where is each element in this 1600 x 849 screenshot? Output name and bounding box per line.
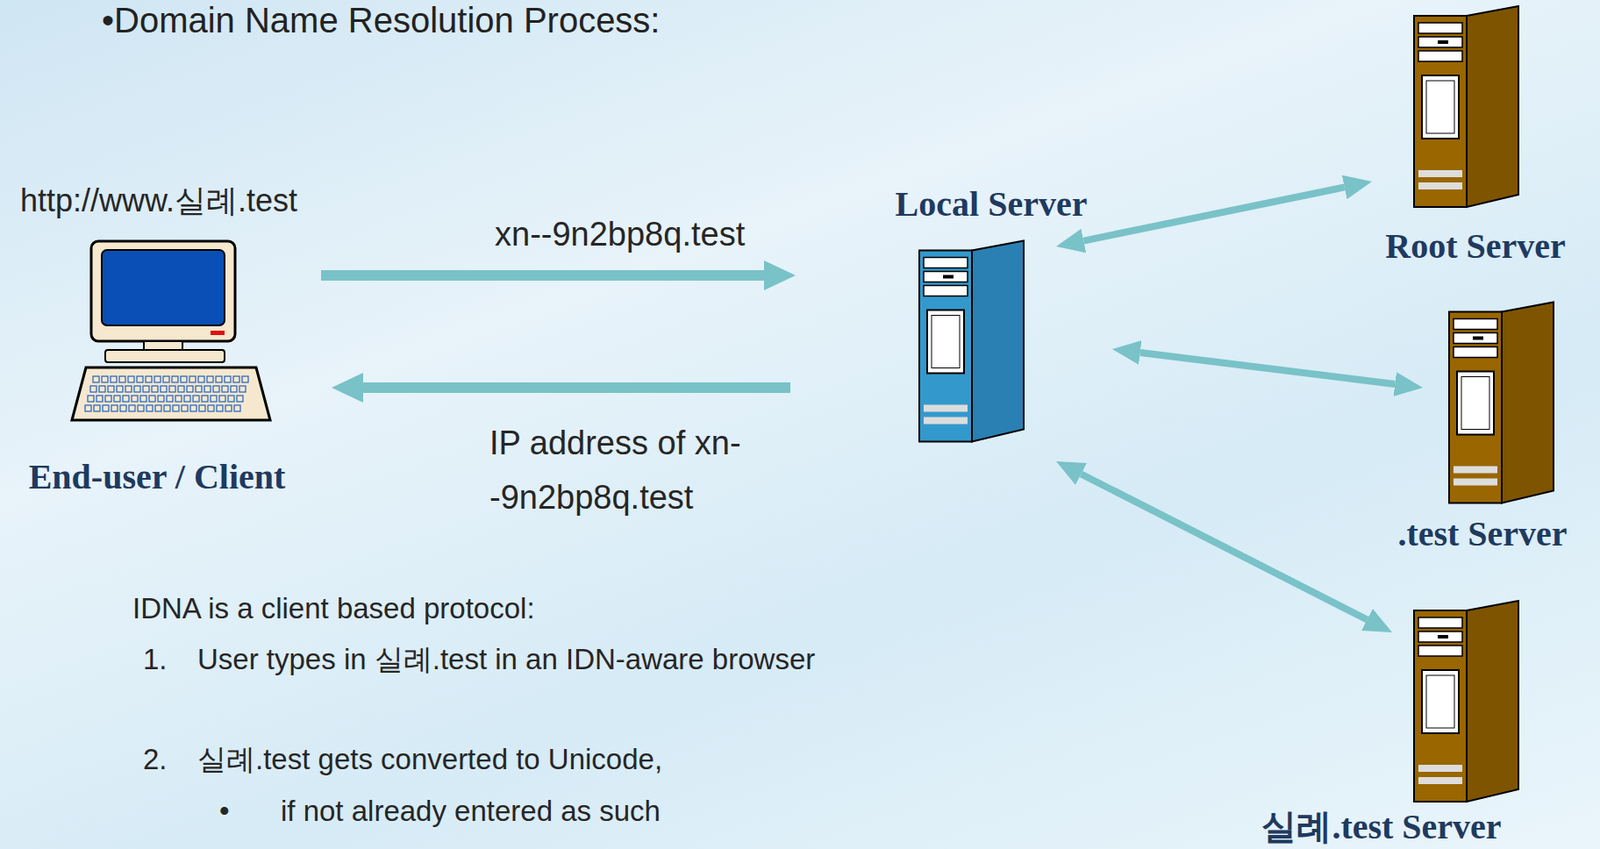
note-text: 1. [142,634,168,686]
connector-arrow [1083,186,1344,241]
url-text: http://www.실례.test [20,181,298,221]
edge-label: xn--9n2bp8q.test [494,207,864,262]
server-icon [1413,600,1521,804]
edge-label: IP address of xn--9n2bp8q.test [489,415,841,525]
client-computer: End-user / Client [3,239,311,501]
connector-arrow [321,270,765,281]
node-label: Local Server [895,184,1088,225]
server-icon [1448,300,1556,506]
note-text: • [219,785,230,837]
note-text: if not already entered as such [280,785,661,837]
connector-arrow [1081,474,1368,621]
node-label: End-user / Client [28,457,286,498]
slide-title: •Domain Name Resolution Process: [101,0,660,41]
note-text: 실례.test gets converted to Unicode, [197,734,663,786]
server-node: Root Server [1365,5,1586,271]
node-label: 실례.test Server [1261,807,1501,848]
node-label: .test Server [1397,514,1567,555]
server-node: .test Server [1377,300,1588,558]
server-node: 실례.test Server [1236,600,1527,849]
node-label: Root Server [1385,226,1565,267]
connector-arrow [363,382,791,393]
server-node: Local Server [868,184,1115,448]
note-text: IDNA is a client based protocol: [132,583,536,635]
server-icon [1413,5,1521,209]
server-icon [918,239,1026,444]
note-text: User types in 실례.test in an IDN-aware br… [197,634,829,686]
computer-icon [66,239,276,424]
note-text: 2. [142,734,168,786]
connector-arrow [1140,352,1395,385]
